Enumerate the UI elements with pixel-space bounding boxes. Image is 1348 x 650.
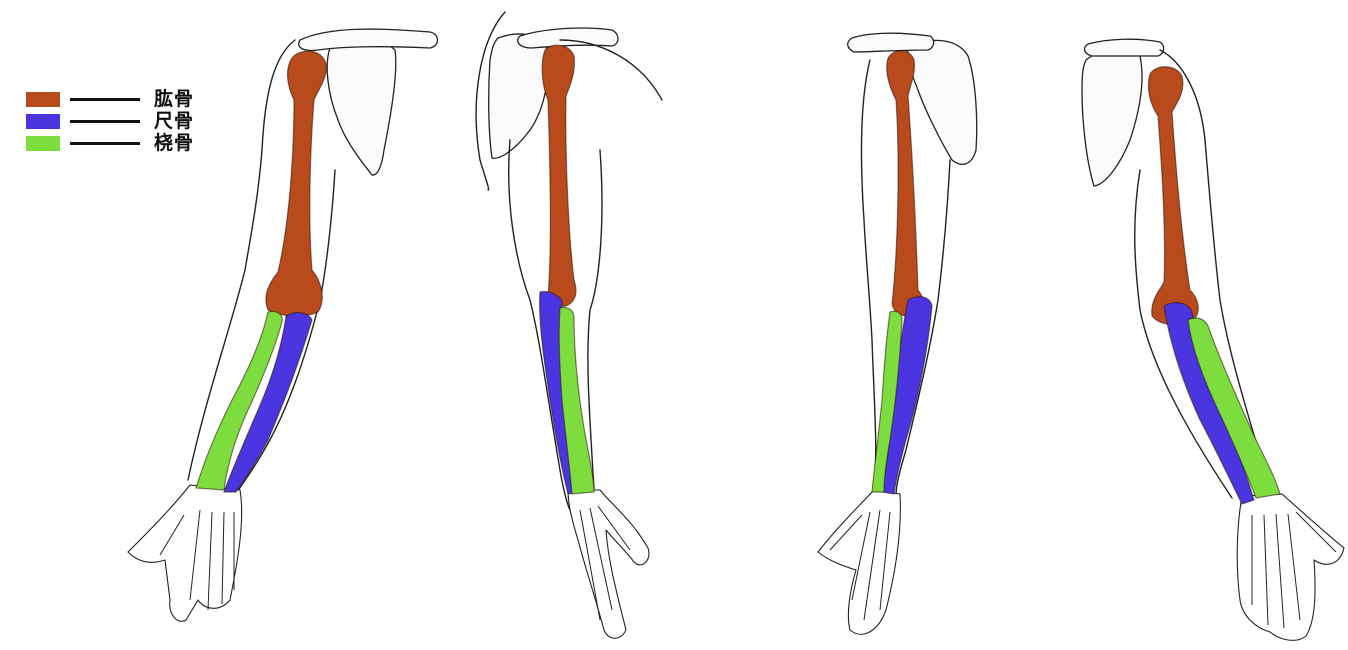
- legend-item-humerus: 肱骨: [26, 88, 226, 110]
- ulna: [1163, 302, 1255, 505]
- finger-bones: [579, 505, 631, 621]
- finger-bones: [159, 509, 235, 611]
- radius: [871, 310, 903, 493]
- legend-label-humerus: 肱骨: [154, 88, 195, 110]
- legend-swatch-radius: [26, 135, 60, 151]
- humerus: [265, 50, 327, 317]
- scapula: [326, 40, 397, 176]
- ulna: [223, 311, 313, 493]
- legend-item-ulna: 尺骨: [26, 110, 226, 132]
- legend-label-radius: 桡骨: [154, 132, 195, 154]
- radius: [1187, 317, 1281, 499]
- humerus: [1147, 66, 1199, 326]
- hand-skeleton: [1236, 493, 1345, 641]
- legend-item-radius: 桡骨: [26, 132, 226, 154]
- hand-skeleton: [127, 484, 243, 622]
- radius: [195, 310, 283, 491]
- torso-outline: [475, 11, 663, 191]
- scapula: [1081, 49, 1143, 187]
- radius: [558, 306, 595, 495]
- arm-outline: [508, 139, 603, 511]
- scapula: [488, 33, 550, 159]
- legend-swatch-ulna: [26, 113, 60, 129]
- arm-view-4: [1081, 38, 1345, 641]
- arm-outline: [860, 59, 951, 496]
- arm-view-3: [817, 32, 978, 635]
- clavicle: [517, 27, 619, 49]
- hand-skeleton: [567, 489, 650, 639]
- clavicle: [847, 32, 935, 53]
- legend-leader-line: [70, 97, 140, 101]
- legend: 肱骨 尺骨 桡骨: [26, 88, 226, 154]
- scapula: [906, 39, 978, 165]
- arm-outline: [187, 39, 336, 496]
- humerus: [541, 44, 577, 308]
- legend-swatch-humerus: [26, 91, 60, 107]
- finger-bones: [829, 509, 891, 621]
- hand-skeleton: [817, 489, 901, 635]
- arm-view-2: [475, 11, 663, 639]
- legend-leader-line: [70, 119, 140, 123]
- clavicle: [298, 28, 439, 52]
- arm-outline: [1134, 49, 1271, 499]
- finger-bones: [1251, 511, 1337, 629]
- arm-view-1: [127, 28, 439, 622]
- legend-leader-line: [70, 141, 140, 145]
- legend-label-ulna: 尺骨: [154, 110, 195, 132]
- clavicle: [1083, 38, 1165, 57]
